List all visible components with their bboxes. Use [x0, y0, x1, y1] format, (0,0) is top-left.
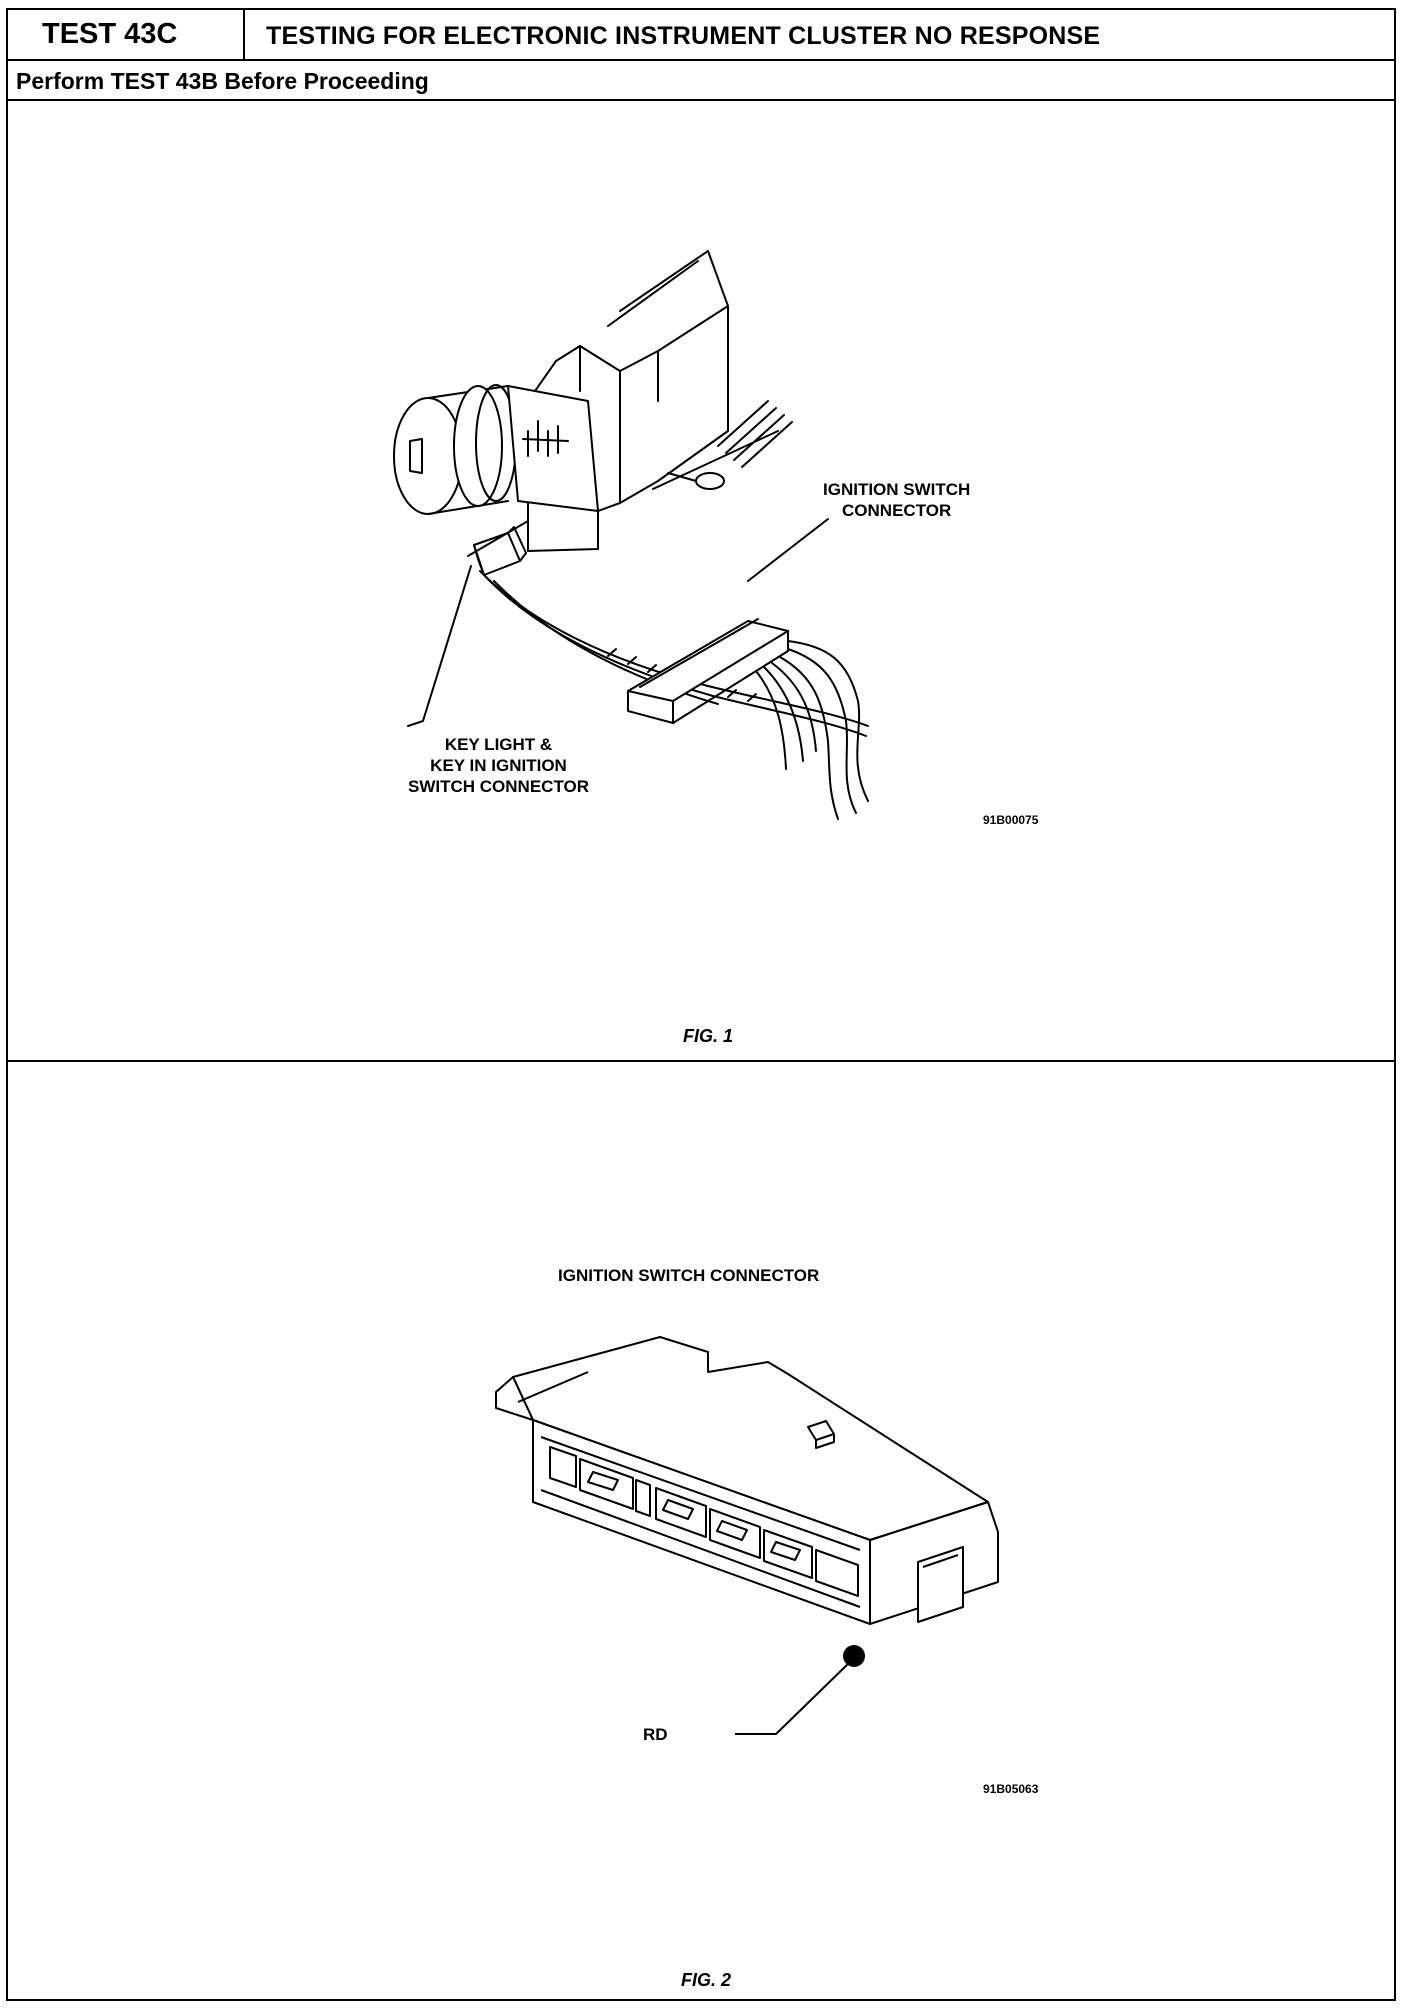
- figure-1-panel: IGNITION SWITCH CONNECTOR KEY LIGHT & KE…: [8, 101, 1394, 1062]
- figure-2-id: 91B05063: [983, 1782, 1039, 1796]
- figure-1-id: 91B00075: [983, 813, 1039, 827]
- figure-1-caption: FIG. 1: [683, 1026, 734, 1046]
- callout-line: KEY IN IGNITION: [430, 756, 567, 775]
- figure-2-panel: IGNITION SWITCH CONNECTOR: [8, 1062, 1394, 1999]
- ignition-switch-connector-callout: IGNITION SWITCH CONNECTOR: [823, 479, 970, 521]
- callout-line: CONNECTOR: [842, 501, 952, 520]
- callout-line: KEY LIGHT &: [444, 735, 553, 754]
- prerequisite-note: Perform TEST 43B Before Proceeding: [16, 68, 429, 94]
- test-id: TEST 43C: [8, 10, 245, 59]
- ignition-switch-illustration: [393, 250, 869, 820]
- rd-pin-marker: [843, 1645, 865, 1667]
- figure-2-caption: FIG. 2: [681, 1970, 732, 1990]
- callout-line: SWITCH CONNECTOR: [408, 777, 590, 796]
- prerequisite-row: Perform TEST 43B Before Proceeding: [8, 61, 1394, 101]
- rd-pin-label: RD: [643, 1725, 668, 1744]
- ignition-switch-connector-illustration: [495, 1336, 999, 1735]
- test-procedure-frame: TEST 43C TESTING FOR ELECTRONIC INSTRUME…: [6, 8, 1396, 2001]
- test-title: TESTING FOR ELECTRONIC INSTRUMENT CLUSTE…: [266, 22, 1101, 50]
- figure-2-title: IGNITION SWITCH CONNECTOR: [558, 1266, 820, 1285]
- key-light-connector-callout: KEY LIGHT & KEY IN IGNITION SWITCH CONNE…: [408, 734, 589, 797]
- header-row: TEST 43C TESTING FOR ELECTRONIC INSTRUME…: [8, 10, 1394, 61]
- callout-line: IGNITION SWITCH: [823, 480, 971, 499]
